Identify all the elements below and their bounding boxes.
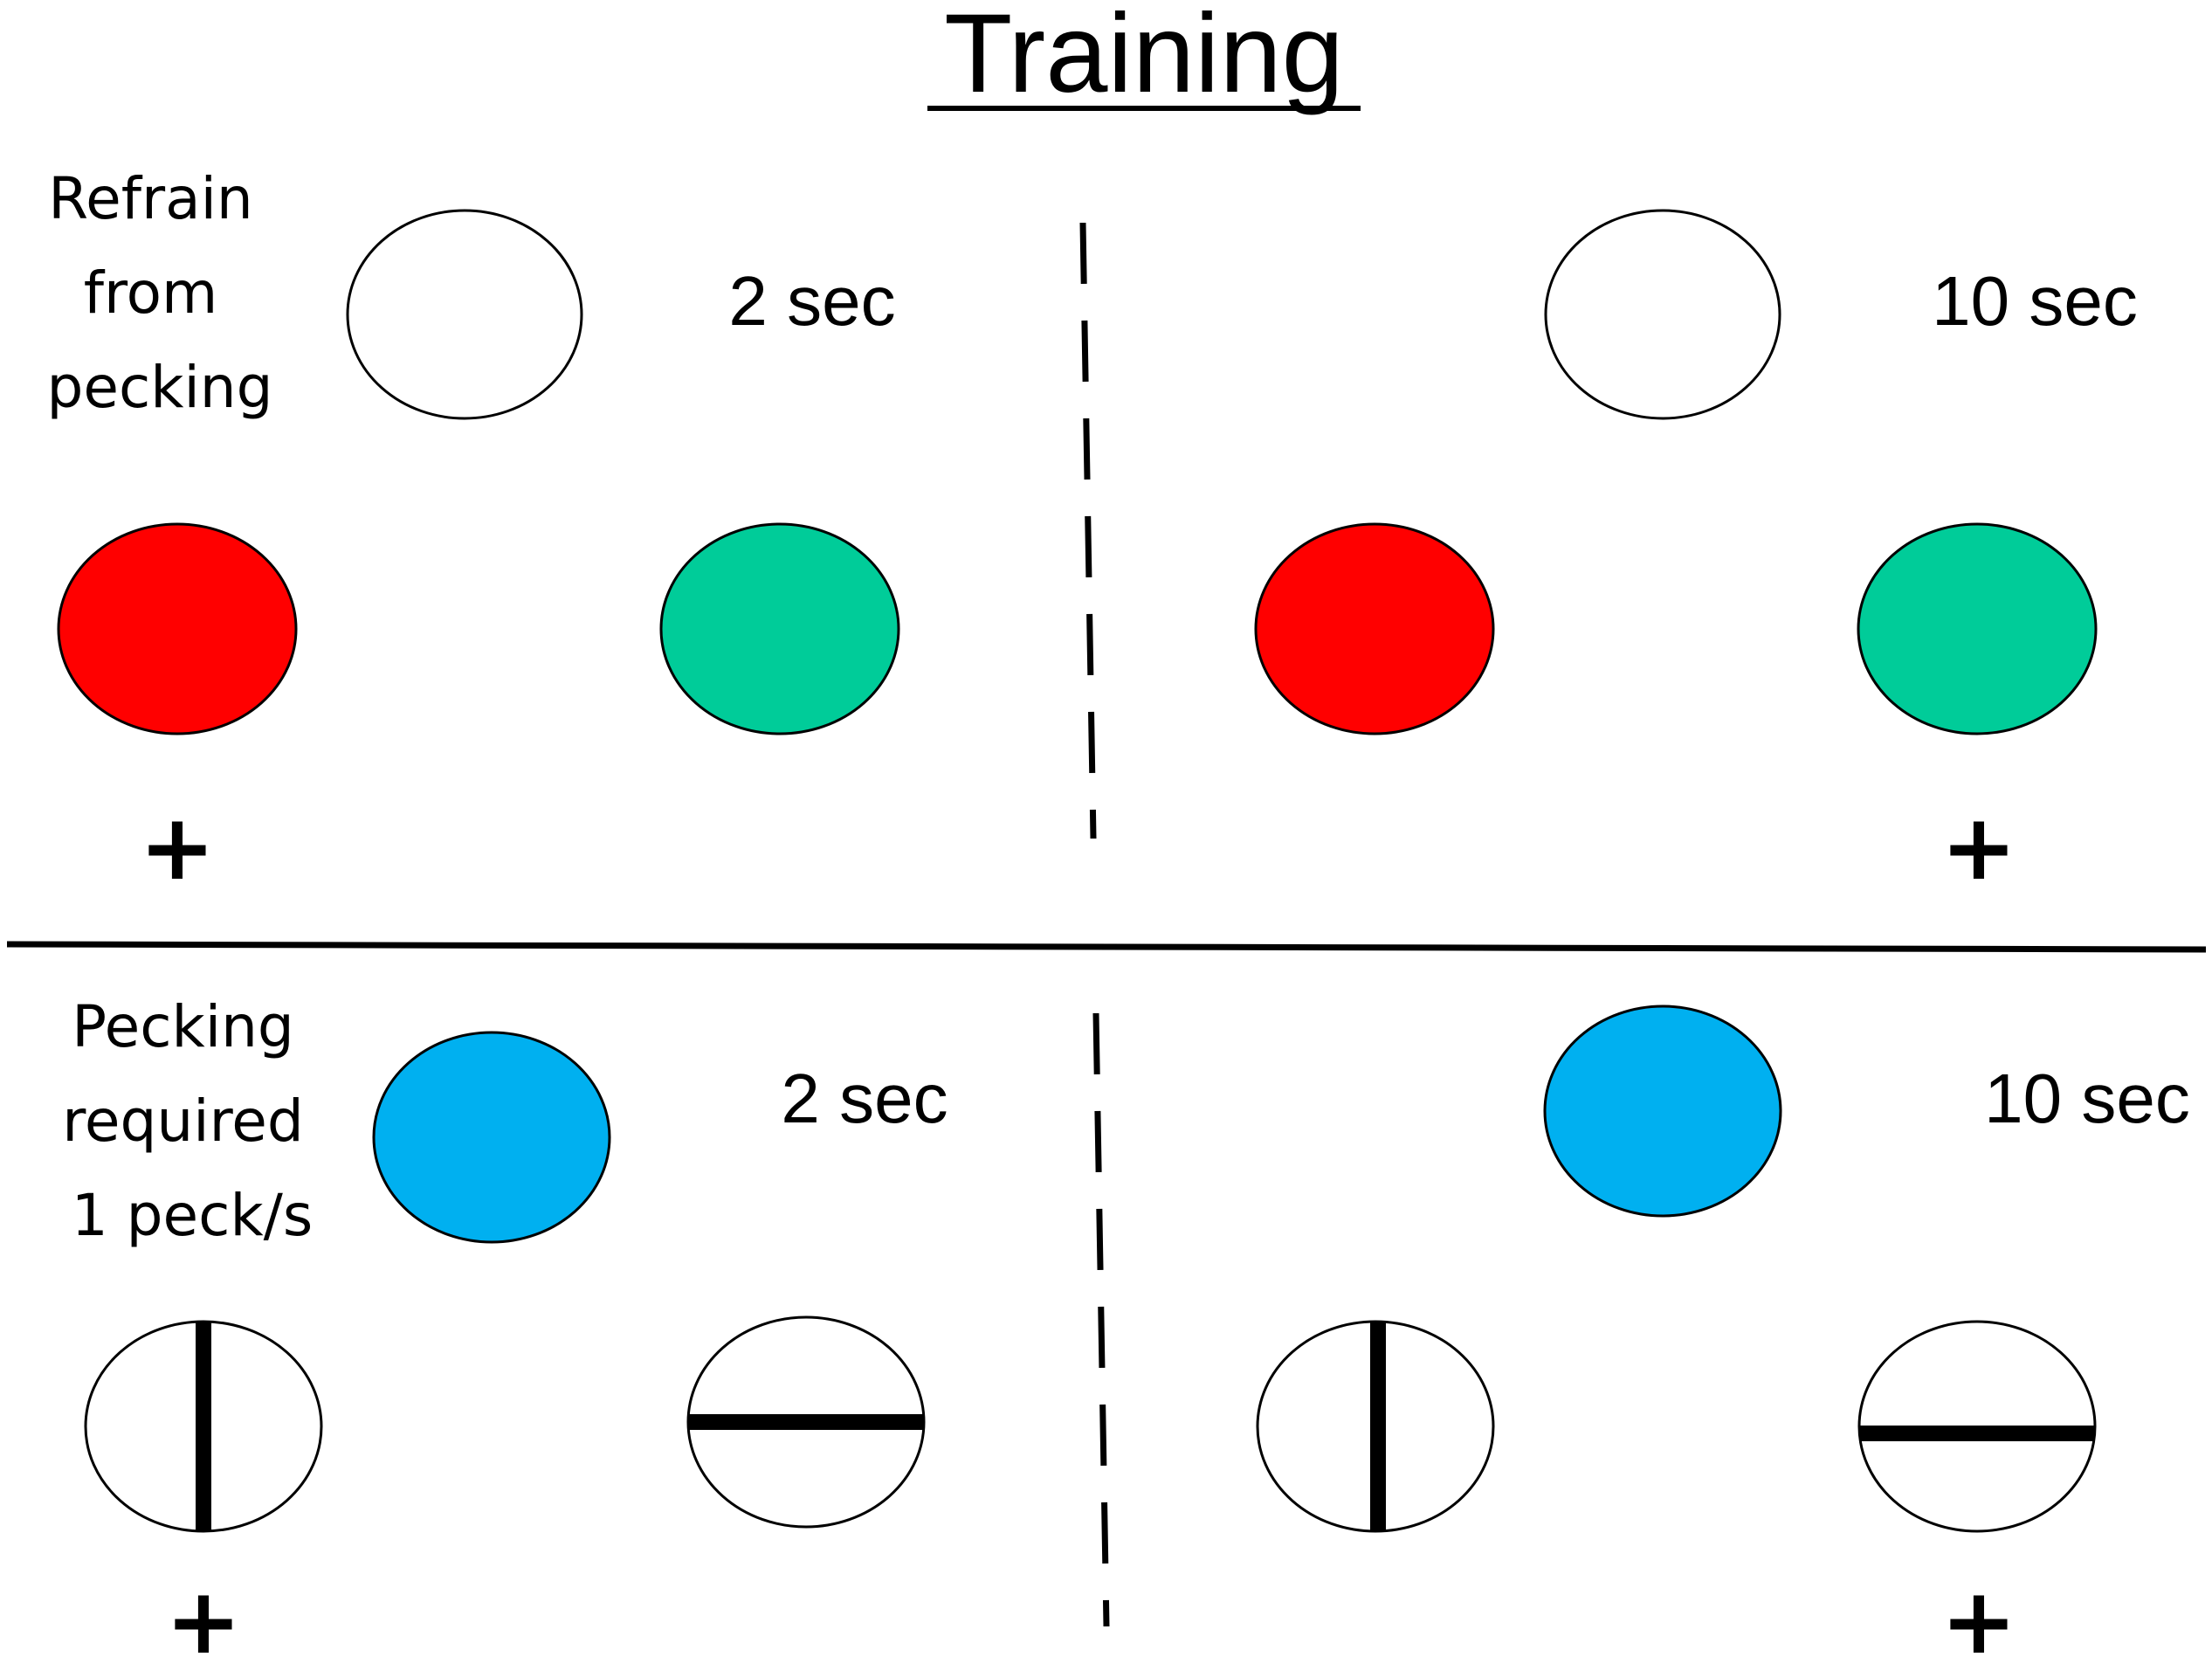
bottom-right-blue-sample-key [1543,1005,1782,1218]
bottom-instruction: Pecking required 1 peck/s [62,993,322,1249]
top-left-correct-mark: + [139,794,215,901]
bottom-left-blue-sample-key [372,1031,611,1244]
top-left-sample-key [346,209,583,420]
bottom-dashed-separator [1092,1012,1110,1627]
top-right-correct-mark: + [1940,794,2016,901]
bottom-left-duration-label: 2 sec [781,1060,948,1137]
bottom-instruction-line: 1 peck/s [72,1182,314,1249]
bottom-right-duration-label: 10 sec [1984,1060,2190,1137]
top-right-red-key [1254,522,1495,735]
top-left-green-key [659,522,900,735]
bottom-instruction-line: Pecking [72,993,294,1060]
top-instruction-line: Refrain [48,165,252,232]
bottom-left-horizontal-line-key [686,1315,926,1529]
bottom-right-vertical-line-key [1256,1320,1495,1533]
diagram-title: Training [944,0,1344,116]
top-right-duration-label: 10 sec [1932,262,2138,340]
top-instruction-line: from [84,259,218,327]
bottom-right-correct-mark: + [1940,1568,2016,1657]
section-divider [6,941,2207,953]
bottom-instruction-line: required [62,1087,304,1155]
top-dashed-separator [1079,222,1097,839]
bottom-left-vertical-line-key [84,1320,323,1533]
bottom-section: Pecking required 1 peck/s 2 sec + 10 sec… [62,993,2190,1657]
top-instruction: Refrain from pecking [46,165,272,421]
top-left-duration-label: 2 sec [728,262,895,340]
top-right-sample-key [1544,209,1781,420]
bottom-left-correct-mark: + [165,1568,241,1657]
top-section: Refrain from pecking 2 sec + 10 sec + [46,165,2137,901]
top-instruction-line: pecking [46,354,272,421]
top-left-red-key [57,522,298,735]
top-right-green-key [1857,522,2098,735]
bottom-right-horizontal-line-key [1857,1320,2097,1533]
